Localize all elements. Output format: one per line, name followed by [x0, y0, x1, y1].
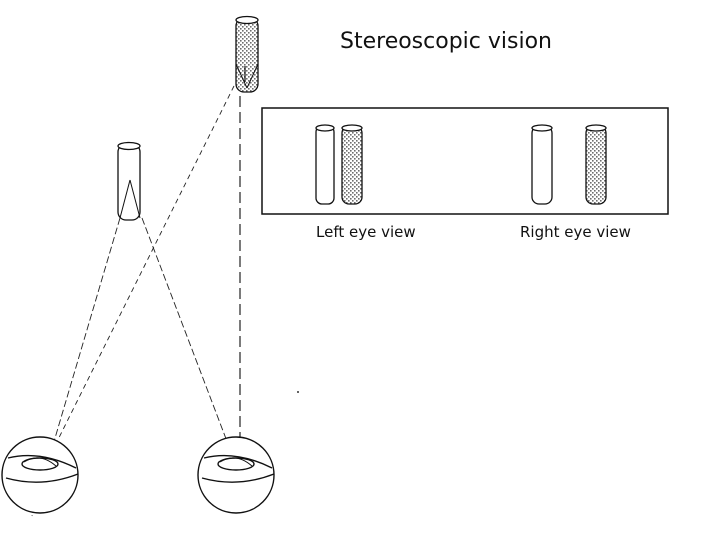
right-eye-view-caption: Right eye view: [520, 223, 631, 241]
left-eye-view-caption: Left eye view: [316, 223, 416, 241]
diagram-title: Stereoscopic vision: [340, 29, 552, 54]
left-eyeball: [1, 436, 79, 514]
stray-dot: [297, 391, 299, 393]
far-shaded-cylinder: [235, 15, 259, 93]
right-eyeball: [197, 436, 275, 514]
left-view-shaded-cylinder: [341, 124, 363, 205]
left-view-white-cylinder: [315, 124, 335, 205]
right-eye-near-sight-line: [141, 217, 229, 445]
right-view-shaded-cylinder: [585, 124, 607, 205]
near-white-cylinder: [117, 141, 141, 221]
left-eye-near-sight-line: [31, 217, 121, 517]
right-view-white-cylinder: [531, 124, 553, 205]
